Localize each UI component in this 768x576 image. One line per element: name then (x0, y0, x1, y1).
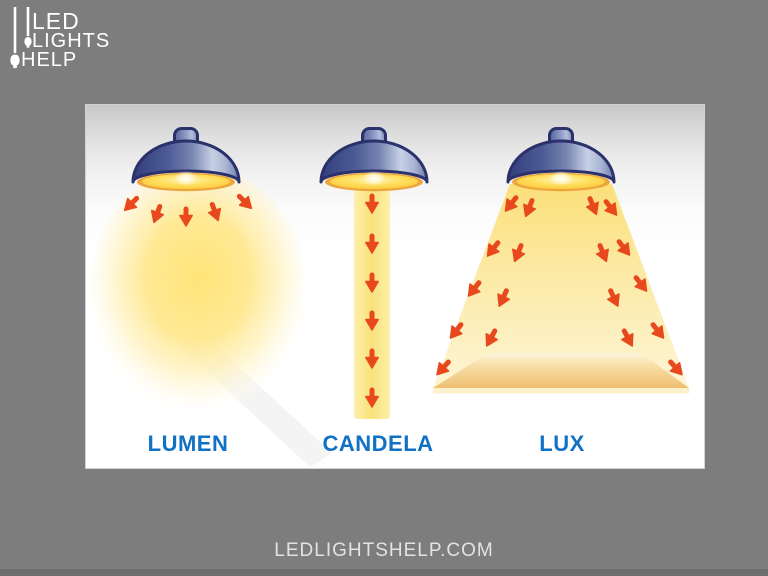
footer-website-url: LEDLIGHTSHELP.COM (274, 540, 494, 561)
lamp-icon (131, 127, 241, 193)
logo-text-lights: LIGHTS (32, 30, 111, 52)
pendant-lights-icon (10, 7, 32, 69)
lamp-icon (319, 127, 429, 193)
candela-illustration (319, 127, 429, 419)
diagram-card: LUMEN CANDELA LUX (85, 104, 705, 469)
lux-illustration (432, 127, 689, 394)
pendant-bulb (10, 37, 32, 69)
label-candela: CANDELA (322, 431, 434, 456)
site-logo: LED LIGHTS HELP (0, 0, 120, 84)
panel-labels: LUMEN CANDELA LUX (86, 431, 706, 461)
label-lumen: LUMEN (147, 431, 229, 456)
logo-text-led: LED (32, 8, 80, 34)
lamp-icon (506, 127, 616, 193)
lighting-diagram (90, 127, 706, 467)
footer-bar (0, 569, 768, 576)
floor-surface (433, 353, 689, 388)
logo-text-help: HELP (21, 49, 78, 71)
light-beam (354, 185, 390, 419)
lumen-illustration (90, 127, 306, 420)
floor-edge (433, 388, 689, 394)
light-glow-sphere (90, 166, 306, 420)
label-lux: LUX (539, 431, 585, 456)
